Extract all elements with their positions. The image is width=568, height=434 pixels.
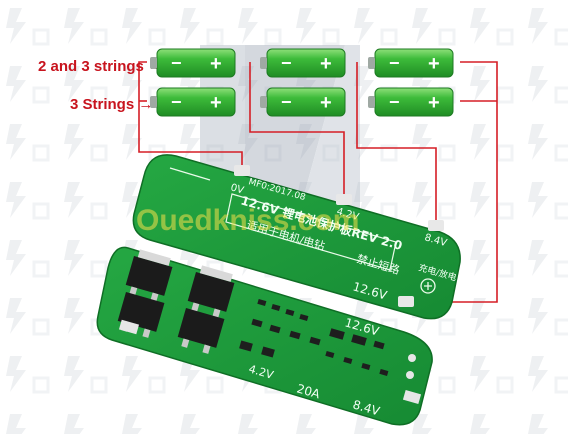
pad-12v6	[398, 296, 414, 307]
battery-minus-sign: −	[281, 92, 292, 112]
battery-minus-sign: −	[389, 92, 400, 112]
battery-cell: − +	[150, 87, 236, 117]
battery-minus-sign: −	[281, 53, 292, 73]
battery-plus-sign: +	[320, 92, 332, 114]
battery-minus-sign: −	[171, 92, 182, 112]
label-three-strings: 3 Strings →	[70, 96, 153, 113]
battery-row-bottom: − + − + − +	[150, 87, 454, 117]
battery-cell: − +	[368, 48, 454, 78]
battery-plus-sign: +	[428, 53, 440, 75]
battery-plus-sign: +	[320, 53, 332, 75]
battery-cell: − +	[150, 48, 236, 78]
label-two-and-three-strings: 2 and 3 strings →	[38, 58, 163, 75]
battery-plus-sign: +	[210, 92, 222, 114]
pad-label-0v: 0V	[229, 182, 245, 196]
pad-4v2	[336, 194, 352, 205]
bottom-board-label-20a: 20A	[295, 381, 322, 401]
wiring	[138, 61, 498, 303]
battery-cell: − +	[260, 87, 346, 117]
battery-cell: − +	[368, 87, 454, 117]
watermark-text: Ouedkniss.com	[136, 204, 359, 237]
pad-8v4	[428, 220, 444, 231]
battery-cell: − +	[260, 48, 346, 78]
pad-0v	[234, 165, 250, 176]
smd-components	[239, 298, 389, 376]
pcb-top-board: MF0:2017.08 0V 12.6V 锂电池保护板REV 2.0 4.2V …	[132, 154, 461, 320]
mosfet-components	[117, 249, 235, 354]
battery-minus-sign: −	[389, 53, 400, 73]
battery-plus-sign: +	[428, 92, 440, 114]
solder-pads	[118, 319, 422, 405]
pcb-bottom-board: 12.6V 4.2V 20A 8.4V	[96, 246, 433, 426]
charge-symbol	[420, 278, 436, 294]
top-board-pads	[234, 165, 444, 307]
battery-minus-sign: −	[171, 53, 182, 73]
battery-row-top: − + − + − +	[150, 48, 454, 78]
battery-plus-sign: +	[210, 53, 222, 75]
